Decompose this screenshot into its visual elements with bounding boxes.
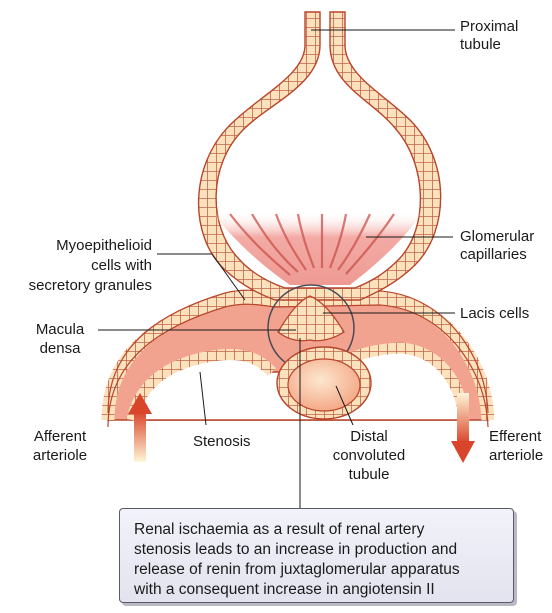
label-distal-2: convoluted: [333, 447, 406, 464]
label-efferent-2: arteriole: [489, 447, 543, 464]
label-afferent-2: arteriole: [33, 447, 87, 464]
label-efferent-1: Efferent: [489, 428, 542, 445]
label-myoepithelioid-2: cells with: [91, 257, 152, 274]
label-macula-2: densa: [40, 340, 82, 357]
distal-tubule: [277, 347, 371, 419]
caption-box: Renal ischaemia as a result of renal art…: [119, 508, 514, 603]
label-proximal-2: tubule: [460, 36, 501, 53]
label-lacis-cells: Lacis cells: [460, 305, 529, 322]
label-stenosis: Stenosis: [193, 433, 251, 450]
caption-line-4: with a consequent increase in angiotensi…: [134, 580, 499, 600]
label-myoepithelioid-3: secretory granules: [29, 277, 152, 294]
label-distal-3: tubule: [349, 466, 390, 483]
label-afferent-1: Afferent: [34, 428, 87, 445]
label-proximal-1: Proximal: [460, 18, 518, 35]
label-myoepithelioid-1: Myoepithelioid: [56, 237, 152, 254]
label-distal-1: Distal: [350, 428, 388, 445]
caption-line-3: release of renin from juxtaglomerular ap…: [134, 560, 499, 580]
label-macula-1: Macula: [36, 321, 85, 338]
label-glomerular-1: Glomerular: [460, 228, 534, 245]
caption-line-1: Renal ischaemia as a result of renal art…: [134, 520, 499, 540]
caption-line-2: stenosis leads to an increase in product…: [134, 540, 499, 560]
label-glomerular-2: capillaries: [460, 246, 527, 263]
